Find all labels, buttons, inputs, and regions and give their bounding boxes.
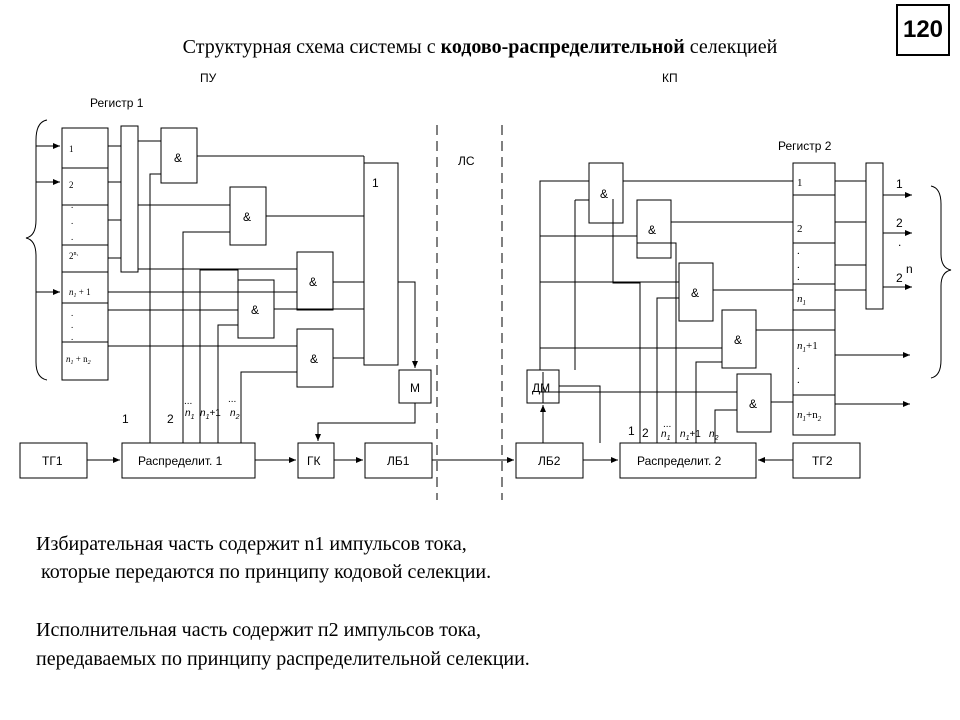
dist2-n1p1: n1+1 — [680, 429, 701, 442]
and-label-r5: & — [749, 397, 757, 411]
reg1-dot-4: . — [71, 308, 73, 318]
reg2-dot-4: . — [797, 360, 800, 372]
text-line-3: Исполнительная часть содержит п2 импульс… — [36, 619, 482, 641]
reg2-cell-3: n1 — [797, 293, 806, 307]
dist1-out-1: 1 — [122, 412, 129, 426]
register-1 — [61, 127, 109, 381]
block-diagram: ПУ КП ЛС Регистр 1 Регистр 2 — [19, 71, 952, 500]
and-gate-r3 — [678, 262, 714, 322]
dist1-n1: n1 — [185, 408, 195, 421]
reg1-cell-3: 2n₁ — [69, 251, 79, 261]
and-label-r2: & — [648, 223, 656, 237]
reg1-cell-4: n1 + 1 — [69, 287, 91, 299]
section-pu-label: ПУ — [200, 71, 217, 85]
reg2-dot-3: . — [797, 271, 800, 283]
demodulator-label: ДМ — [532, 381, 550, 395]
text-line-2: которые передаются по принципу кодовой с… — [36, 561, 492, 583]
and-gate-r5 — [736, 373, 772, 433]
and-gate-l3 — [296, 251, 334, 311]
channel-ls-label: ЛС — [458, 154, 475, 168]
output-n-label: n — [906, 262, 913, 276]
and-label-l4: & — [251, 303, 259, 317]
reg1-dot-2: . — [71, 216, 73, 226]
decoder-2 — [865, 162, 884, 310]
and-gate-r4 — [721, 309, 757, 369]
and-label-l2: & — [243, 210, 251, 224]
section-kp-label: КП — [662, 71, 678, 85]
decoder-1 — [120, 125, 139, 273]
reg1-dot-5: . — [71, 320, 73, 330]
and-label-r3: & — [691, 286, 699, 300]
title-bold-part: кодово-распределительной — [440, 36, 685, 58]
dist1-label: Распределит. 1 — [138, 454, 223, 468]
reg2-cell-1: 1 — [797, 177, 803, 189]
tg1-label: ТГ1 — [42, 454, 63, 468]
reg2-dot-1: . — [797, 245, 800, 257]
lb2-label: ЛБ2 — [538, 454, 561, 468]
reg2-dot-2: . — [797, 259, 800, 271]
or-gate-label: 1 — [372, 176, 379, 190]
dist2-n2: n2 — [709, 429, 719, 442]
and-label-r4: & — [734, 333, 742, 347]
and-label-l3: & — [309, 275, 317, 289]
output-2-label: 2 — [896, 216, 903, 230]
reg2-cell-5: n1+n2 — [797, 409, 822, 423]
dist1-n1p1: n1+1 — [200, 408, 221, 421]
register-2 — [792, 162, 836, 436]
title-part-2: селекцией — [684, 36, 778, 58]
reg1-dot-3: . — [71, 232, 73, 242]
modulator-label: М — [410, 381, 420, 395]
text-line-4: передаваемых по принципу распределительн… — [36, 648, 530, 670]
dist1-out-2: 2 — [167, 412, 174, 426]
output-last-label: 2 — [896, 271, 903, 285]
distributor-2 — [619, 442, 757, 479]
output-dot-label: . — [898, 235, 901, 249]
dist2-label: Распределит. 2 — [637, 454, 722, 468]
text-line-1: Избирательная часть содержит n1 импульсо… — [36, 533, 467, 555]
reg2-cell-4: n1+1 — [797, 340, 818, 354]
and-label-l1: & — [174, 151, 182, 165]
slide-title: Структурная схема системы с кодово-распр… — [0, 36, 960, 59]
dist1-n2: n2 — [230, 408, 240, 421]
register-2-label: Регистр 2 — [778, 139, 832, 153]
dist2-dots: ... — [663, 419, 671, 430]
and-label-r1: & — [600, 187, 608, 201]
and-label-l5: & — [310, 352, 318, 366]
reg2-dot-5: . — [797, 374, 800, 386]
output-1-label: 1 — [896, 177, 903, 191]
dist2-out-1: 1 — [628, 424, 635, 438]
reg2-cell-2: 2 — [797, 223, 803, 235]
output-brace-right — [930, 185, 952, 379]
dist1-dots: ... — [184, 396, 192, 407]
dist2-out-2: 2 — [642, 426, 649, 440]
or-gate-1 — [363, 162, 399, 366]
lb1-label: ЛБ1 — [387, 454, 410, 468]
reg1-cell-2: 2 — [69, 180, 74, 190]
title-part-1: Структурная схема системы с — [182, 36, 441, 58]
slide-number: 120 — [896, 4, 950, 56]
reg1-cell-5: n1 + n2 — [66, 354, 91, 366]
and-gate-r2 — [636, 199, 672, 259]
reg1-cell-1: 1 — [69, 144, 74, 154]
and-gate-r1 — [588, 162, 624, 224]
tg2-label: ТГ2 — [812, 454, 833, 468]
dist2-n1: n1 — [661, 429, 671, 442]
reg1-dot-1: . — [71, 200, 73, 210]
reg1-dot-6: . — [71, 332, 73, 342]
input-brace-left — [25, 119, 48, 381]
dist1-dots-2: ... — [228, 394, 236, 405]
gk-label: ГК — [307, 454, 321, 468]
register-1-label: Регистр 1 — [90, 96, 144, 110]
